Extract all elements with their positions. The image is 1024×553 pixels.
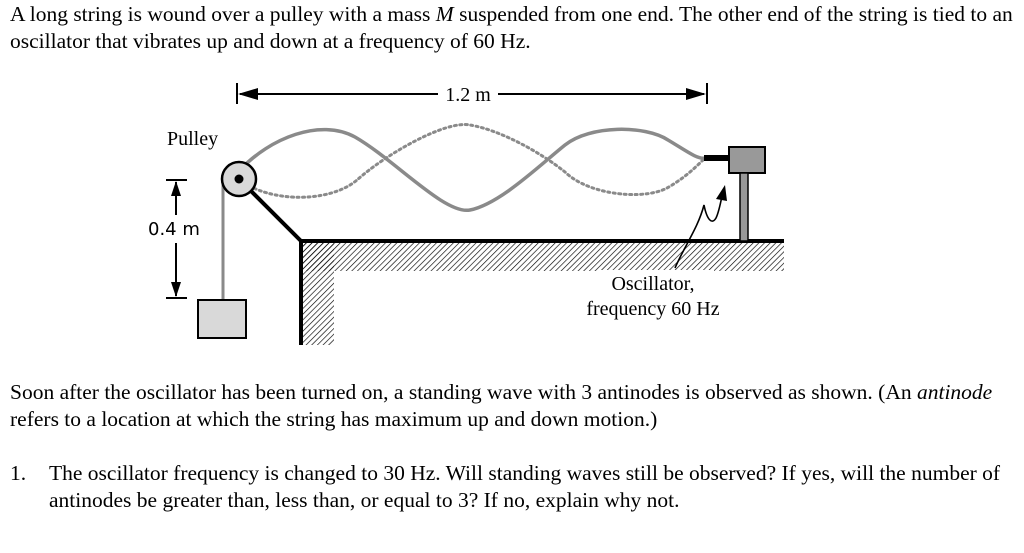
hanging-mass [197,299,247,339]
oscillator-frequency-label: frequency 60 Hz [586,298,719,320]
mass-symbol: M [435,2,454,26]
length-label: 1.2 m [445,84,491,106]
height-dimension: 0.4 m [148,179,200,299]
standing-wave-dotted [238,123,707,199]
antinode-term: antinode [916,380,993,404]
question-number: 1. [10,461,27,485]
standing-wave-solid [238,127,707,212]
pulley-label: Pulley [167,128,218,150]
intro-paragraph: A long string is wound over a pulley wit… [10,1,1016,55]
observation-text-1: Soon after the oscillator has been turne… [10,380,917,404]
question-text: The oscillator frequency is changed to 3… [49,461,1001,512]
oscillator-pointer [674,185,727,269]
intro-text-2: suspended from one end. The other end of… [10,2,1013,53]
length-dimension: 1.2 m [236,83,708,106]
pulley-wheel [220,160,258,198]
observation-paragraph: Soon after the oscillator has been turne… [10,379,1016,433]
height-label: 0.4 m [148,219,200,240]
observation-text-2: refers to a location at which the string… [10,407,658,431]
intro-text-1: A long string is wound over a pulley wit… [10,2,436,26]
oscillator [704,146,766,242]
oscillator-label: Oscillator, [611,273,694,295]
table [299,239,784,345]
pulley-string-figure: 1.2 m Pulley 0.4 m [148,83,784,345]
